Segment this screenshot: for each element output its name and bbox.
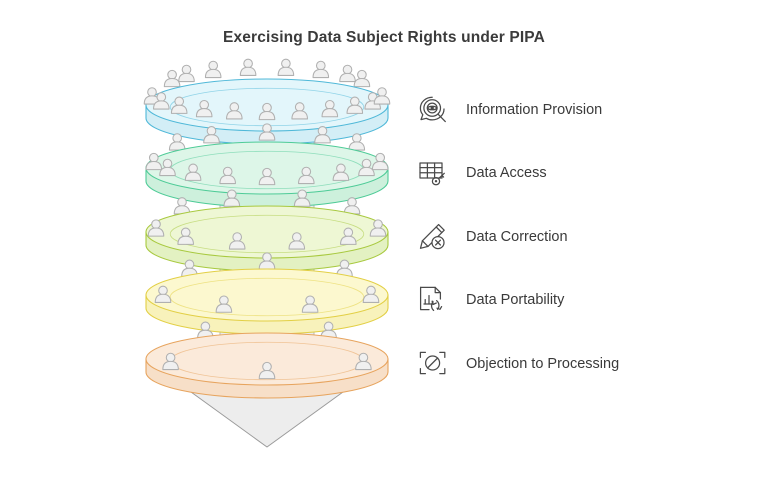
legend-label: Objection to Processing xyxy=(466,356,620,372)
legend-label: Information Provision xyxy=(466,102,603,118)
funnel-layer xyxy=(145,189,389,272)
legend-item-data-portability[interactable]: Data Portability xyxy=(415,276,564,324)
funnel-layer xyxy=(145,123,389,208)
legend-item-data-access[interactable]: Data Access xyxy=(415,149,547,197)
document-chart-sync-icon xyxy=(415,282,451,318)
legend-item-information-provision[interactable]: Information Provision xyxy=(415,86,602,134)
legend-label: Data Correction xyxy=(466,229,568,245)
legend-label: Data Portability xyxy=(466,292,565,308)
legend-label: Data Access xyxy=(466,165,547,181)
no-entry-scan-icon xyxy=(415,346,451,382)
legend-item-objection-to-processing[interactable]: Objection to Processing xyxy=(415,340,619,388)
funnel-layers xyxy=(143,58,391,399)
funnel-layer xyxy=(145,252,389,335)
pencil-cross-icon xyxy=(415,219,451,255)
legend-item-data-correction[interactable]: Data Correction xyxy=(415,213,568,261)
eye-search-icon xyxy=(415,92,451,128)
funnel-layer xyxy=(145,321,389,399)
table-key-icon xyxy=(415,155,451,191)
page-title: Exercising Data Subject Rights under PIP… xyxy=(223,29,545,46)
